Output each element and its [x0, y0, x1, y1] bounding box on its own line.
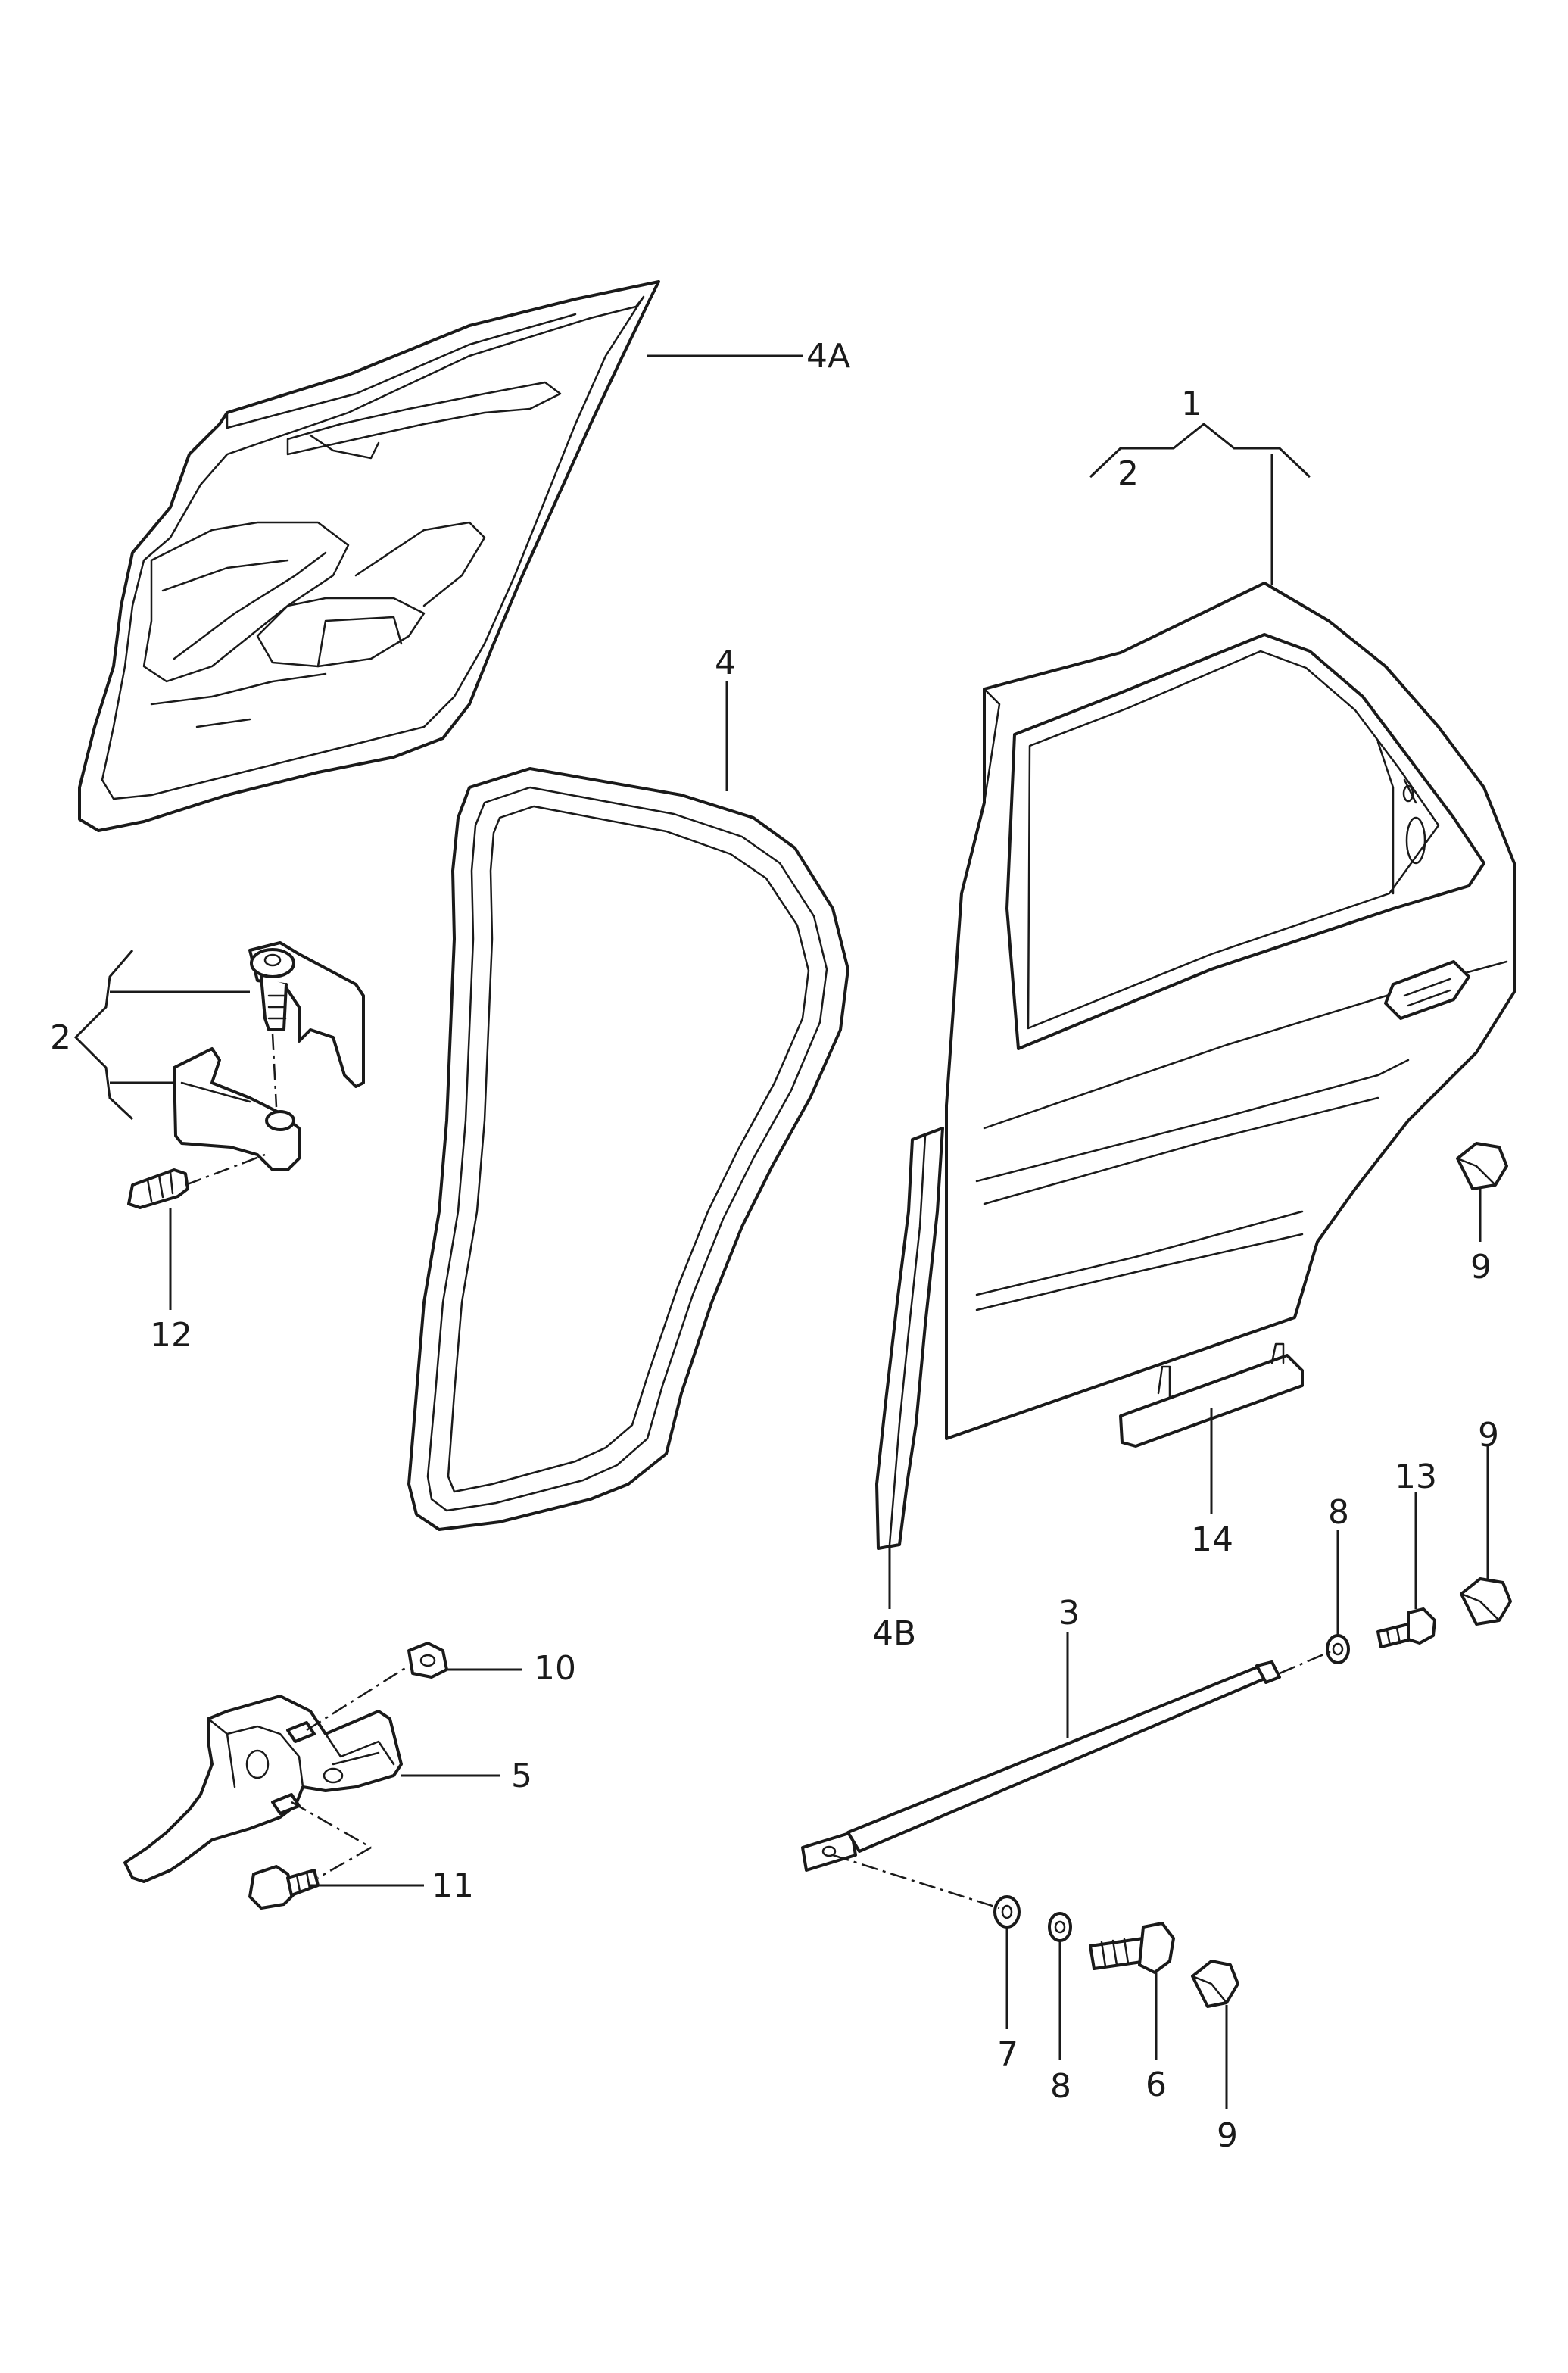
part-2-hinge-upper [248, 941, 365, 1088]
part-9-buffer-lower [1191, 1960, 1239, 2008]
part-4-door-seal [407, 767, 849, 1531]
callout-13: 13 [1395, 1458, 1437, 1496]
callout-5: 5 [511, 1757, 532, 1795]
callout-labels: 4A 1 2 4 2 12 9 9 13 8 14 4B 3 10 5 11 7… [50, 337, 1499, 2155]
callout-8-lower: 8 [1050, 2067, 1071, 2106]
part-2-hinge-lower [173, 1047, 301, 1171]
part-1-door-shell [945, 582, 1516, 1440]
part-3-check-rod [801, 1660, 1281, 1872]
callout-4: 4 [715, 644, 736, 682]
part-6-bolt [1089, 1922, 1175, 1974]
callout-9-lower: 9 [1217, 2116, 1238, 2155]
part-10-nut [407, 1642, 448, 1679]
callout-11: 11 [432, 1866, 474, 1905]
callout-10: 10 [534, 1649, 576, 1688]
callout-6: 6 [1146, 2066, 1167, 2104]
callout-12: 12 [150, 1316, 192, 1355]
part-4a-door-trim-panel [78, 280, 660, 832]
part-13-bolt [1376, 1607, 1436, 1648]
callout-4b: 4B [872, 1614, 916, 1653]
part-11-bolt [248, 1865, 320, 1910]
assembly-lines [185, 1033, 1333, 1910]
callout-9-right-upper: 9 [1470, 1248, 1492, 1286]
callout-7: 7 [997, 2035, 1018, 2074]
part-12-bolt [127, 1168, 189, 1209]
callout-8-upper: 8 [1328, 1493, 1349, 1532]
callout-2: 2 [50, 1018, 71, 1057]
part-9-buffer-right-lower [1460, 1577, 1512, 1626]
callout-14: 14 [1191, 1520, 1233, 1559]
part-8-washer-lower [1048, 1912, 1072, 1942]
callout-9-right-lower: 9 [1478, 1416, 1499, 1455]
part-4b-channel-strip [875, 1127, 944, 1550]
callout-3: 3 [1058, 1594, 1080, 1632]
part-14-sill-trim [1119, 1342, 1304, 1448]
callout-4a: 4A [806, 337, 850, 376]
leader-lines [73, 354, 1489, 2109]
part-7-washer [993, 1895, 1021, 1929]
callout-1: 1 [1181, 385, 1202, 423]
part-9-buffer-right-upper [1456, 1142, 1508, 1190]
part-8-washer-upper [1326, 1634, 1350, 1664]
callout-2-top: 2 [1118, 454, 1139, 493]
